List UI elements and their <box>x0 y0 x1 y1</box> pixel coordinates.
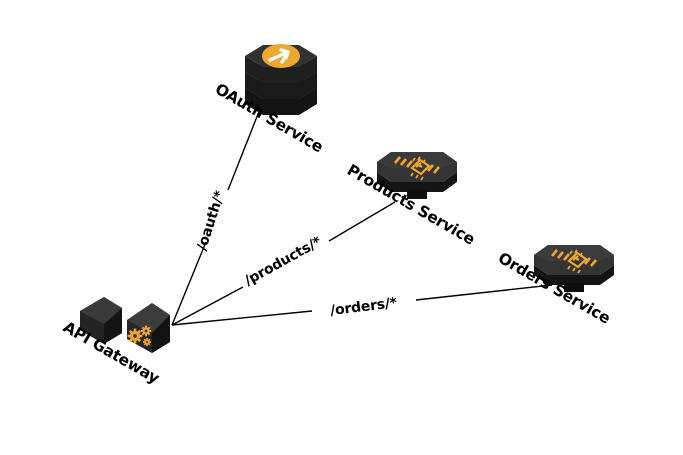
edge-line-oauth-upper <box>227 103 263 191</box>
node-orders-service[interactable]: Orders Service <box>495 243 616 328</box>
edge-api-gateway-to-orders-service[interactable]: /orders/* <box>171 284 553 326</box>
edge-group: /oauth/* /products/* /orders/* <box>171 103 553 326</box>
edge-line-products-lower <box>171 286 244 326</box>
edge-api-gateway-to-oauth-service[interactable]: /oauth/* <box>171 103 263 326</box>
edge-line-oauth-lower <box>171 241 207 326</box>
edge-line-orders-lower <box>171 310 313 326</box>
node-products-service[interactable]: Products Service <box>344 150 478 249</box>
edge-label-oauth: /oauth/* <box>194 188 229 252</box>
node-api-gateway[interactable]: API Gateway <box>60 295 172 387</box>
edge-label-products: /products/* <box>242 233 325 289</box>
edge-line-products-upper <box>328 201 396 242</box>
edge-line-orders-upper <box>415 284 553 301</box>
edge-label-orders: /orders/* <box>329 295 398 319</box>
node-oauth-service[interactable]: OAuth Service <box>212 42 326 156</box>
